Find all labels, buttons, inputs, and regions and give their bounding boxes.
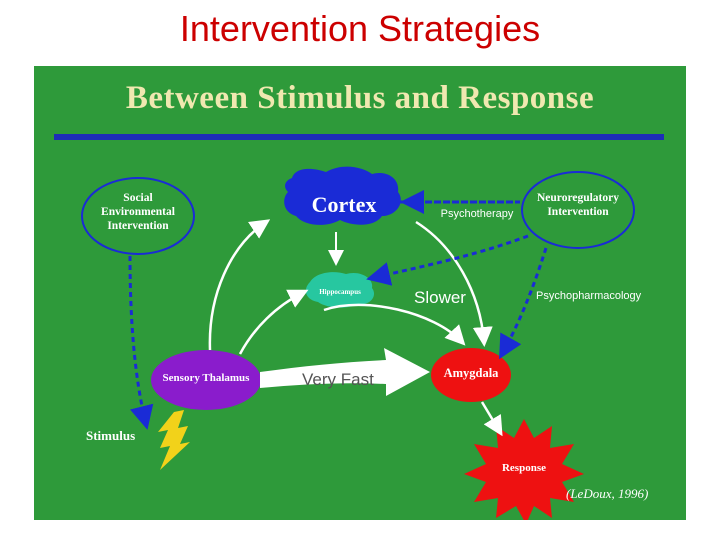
slower-label: Slower bbox=[414, 288, 466, 307]
neuro-to-amygdala-dashed-arrow bbox=[499, 247, 548, 360]
hippocampus-node bbox=[305, 272, 375, 308]
slide-diagram: Between Stimulus and Response bbox=[34, 66, 686, 520]
stimulus-label: Stimulus bbox=[86, 428, 136, 443]
neuroregulatory-intervention-label: Neuroregulatory Intervention bbox=[537, 192, 619, 218]
hippocampus-to-amygdala-arrow bbox=[323, 303, 466, 346]
page-title: Intervention Strategies bbox=[179, 8, 541, 49]
hippocampus-label: Hippocampus bbox=[319, 288, 361, 296]
cortex-node bbox=[284, 166, 401, 225]
title-divider-bar bbox=[54, 134, 664, 140]
citation-label: (LeDoux, 1996) bbox=[566, 486, 649, 501]
very-fast-label: Very Fast bbox=[302, 370, 374, 389]
social-intervention-label: Social Environmental Intervention bbox=[101, 192, 175, 232]
slide-title: Between Stimulus and Response bbox=[125, 80, 595, 116]
amygdala-to-response-arrow bbox=[480, 401, 503, 437]
very-fast-arrow bbox=[260, 348, 430, 396]
response-node bbox=[464, 419, 584, 520]
sensory-thalamus-label: Sensory Thalamus bbox=[162, 372, 250, 384]
diagram-canvas bbox=[81, 166, 635, 520]
thalamus-to-cortex-arrow bbox=[208, 219, 271, 351]
amygdala-node bbox=[431, 348, 511, 402]
cortex-label: Cortex bbox=[311, 192, 377, 217]
cortex-to-amygdala-arrow bbox=[415, 220, 493, 347]
psychotherapy-label: Psychotherapy bbox=[440, 208, 514, 220]
response-label: Response bbox=[501, 462, 546, 474]
psychopharmacology-label: Psychopharmacology bbox=[536, 290, 642, 302]
social-intervention-node bbox=[81, 177, 195, 255]
sensory-thalamus-node bbox=[151, 350, 261, 410]
amygdala-label: Amygdala bbox=[443, 366, 499, 380]
neuroregulatory-intervention-node bbox=[521, 171, 635, 249]
social-to-stimulus-dashed-arrow bbox=[128, 255, 154, 430]
neuro-to-hippocampus-dashed-arrow bbox=[366, 234, 529, 286]
stimulus-bolt bbox=[158, 410, 190, 470]
thalamus-to-hippocampus-arrow bbox=[238, 289, 309, 355]
